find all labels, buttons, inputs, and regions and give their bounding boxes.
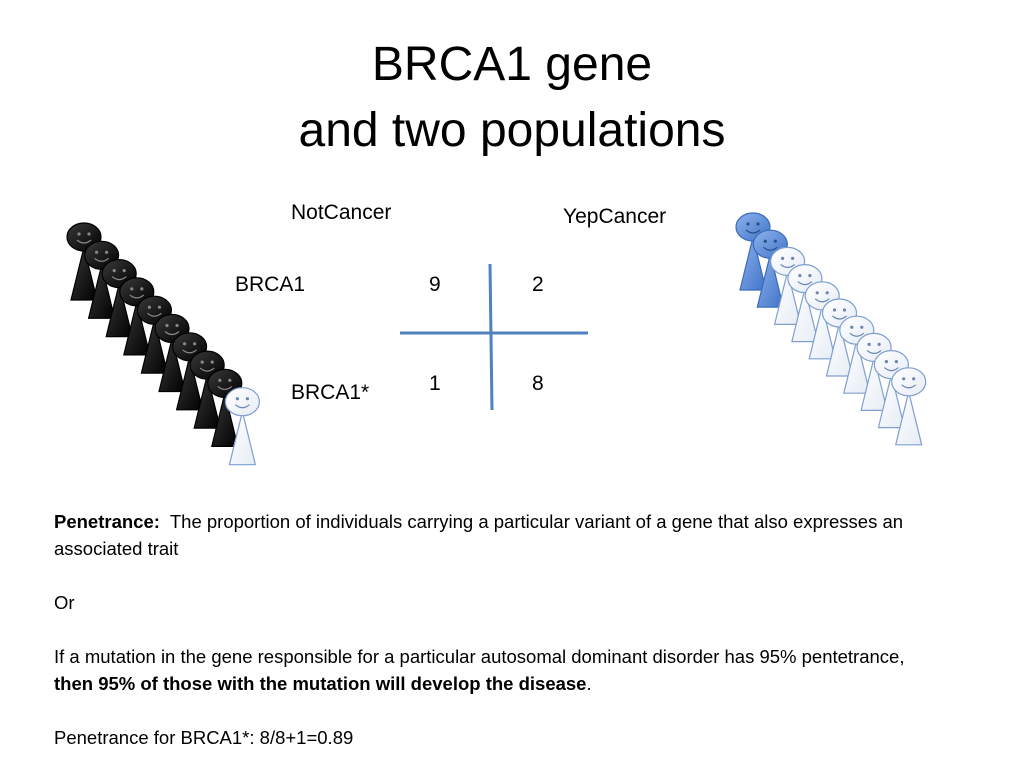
col-header-yepcancer: YepCancer xyxy=(563,205,667,228)
yepcancer-population xyxy=(735,212,927,446)
example-start: If a mutation in the gene responsible fo… xyxy=(54,646,905,667)
person-figure xyxy=(224,387,260,466)
cell-brca1-star-yepcancer: 8 xyxy=(532,372,544,395)
penetrance-definition-body: The proportion of individuals carrying a… xyxy=(54,511,909,559)
title-line-2: and two populations xyxy=(298,104,726,157)
cell-brca1-yepcancer: 2 xyxy=(532,273,544,296)
person-figure xyxy=(891,367,927,446)
penetrance-formula: Penetrance for BRCA1*: 8/8+1=0.89 xyxy=(54,727,354,748)
penetrance-label: Penetrance: xyxy=(54,511,160,532)
slide-title: BRCA1 gene and two populations xyxy=(0,32,1024,164)
example-end: . xyxy=(586,673,592,694)
row-header-brca1-star: BRCA1* xyxy=(291,381,370,404)
body-text: Penetrance: The proportion of individual… xyxy=(54,508,934,751)
row-header-brca1: BRCA1 xyxy=(235,273,306,296)
penetrance-definition: Penetrance: The proportion of individual… xyxy=(54,508,934,562)
col-header-notcancer: NotCancer xyxy=(291,201,392,224)
notcancer-population xyxy=(66,222,260,466)
example-bold: then 95% of those with the mutation will… xyxy=(54,673,587,694)
title-line-1: BRCA1 gene xyxy=(371,38,653,91)
cell-brca1-notcancer: 9 xyxy=(429,273,441,296)
cell-brca1-star-notcancer: 1 xyxy=(429,372,441,395)
penetrance-example: If a mutation in the gene responsible fo… xyxy=(54,643,934,697)
grid-vertical-line xyxy=(488,263,494,411)
or-text: Or xyxy=(54,592,75,613)
